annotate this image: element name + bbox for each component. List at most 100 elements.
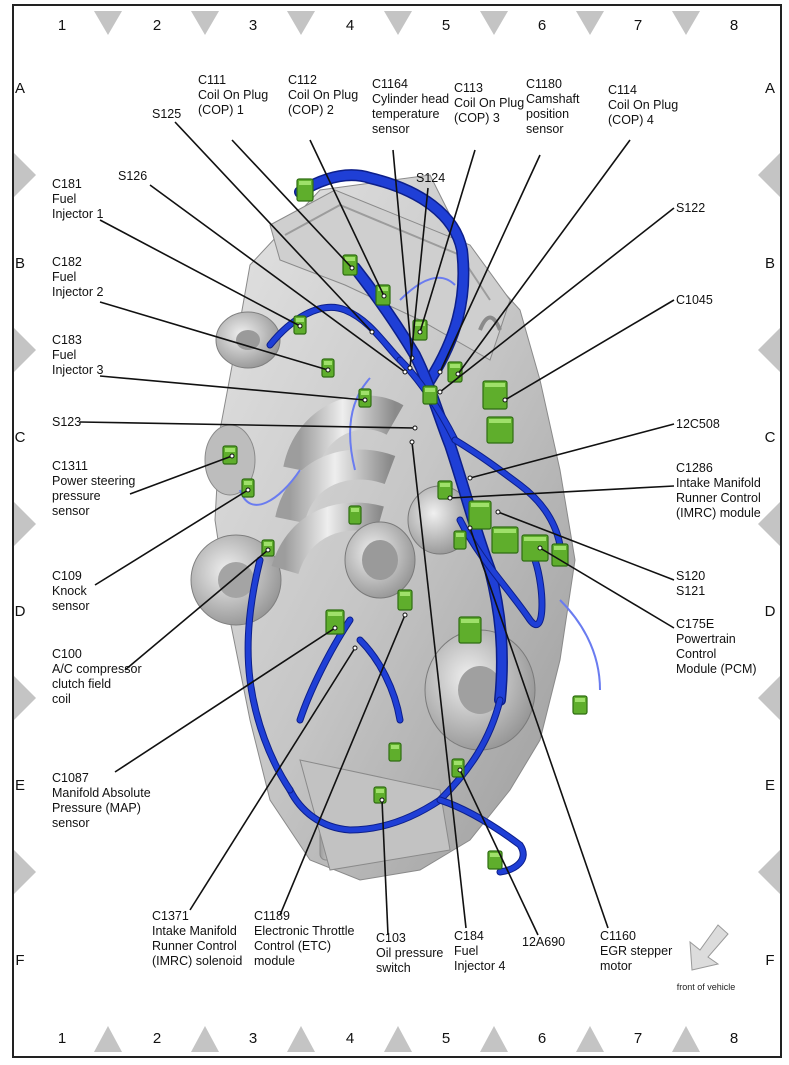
callout-line: Fuel (52, 348, 76, 362)
callout-line: Pressure (MAP) (52, 801, 141, 815)
grid-marker-top (384, 11, 412, 35)
leader-s126 (149, 184, 406, 373)
grid-col-top: 6 (538, 17, 546, 34)
grid-markers (14, 11, 780, 1052)
callout-line: C1180 (526, 77, 562, 91)
leader-end (407, 365, 413, 371)
grid-col-top: 5 (442, 17, 450, 34)
callout-s126: S126 (118, 169, 147, 183)
leader-c183 (99, 375, 366, 401)
grid-marker-bottom (672, 1026, 700, 1052)
leader-c175e (539, 547, 675, 629)
callout-line: A/C compressor (52, 662, 142, 676)
callout-line: C109 (52, 569, 82, 583)
callout-line: (IMRC) solenoid (152, 954, 242, 968)
callout-line: S123 (52, 415, 81, 429)
callout-line: C1189 (254, 909, 290, 923)
harness-branch (295, 170, 468, 385)
callout-line: S122 (676, 201, 705, 215)
callout-line: Oil pressure (376, 946, 443, 960)
leader-c112 (309, 139, 385, 297)
connector (486, 416, 514, 444)
callout-line: Injector 3 (52, 363, 103, 377)
callout-line: Runner Control (676, 491, 761, 505)
callout-line: C1286 (676, 461, 713, 475)
callout-s124: S124 (416, 171, 445, 185)
grid-col-bottom: 1 (58, 1030, 66, 1047)
leader-lines (79, 121, 675, 936)
grid-col-top: 4 (346, 17, 354, 34)
harness-pigtail (559, 599, 601, 691)
connector-highlight (461, 619, 479, 623)
callout-s123: S123 (52, 415, 81, 429)
connector-highlight (296, 318, 304, 322)
grid-col-top: 3 (249, 17, 257, 34)
grid-marker-bottom (480, 1026, 508, 1052)
connector-highlight (575, 698, 585, 702)
callout-line: C1045 (676, 293, 713, 307)
connector-highlight (524, 537, 546, 541)
callout-line: motor (600, 959, 632, 973)
callout-line: Fuel (454, 944, 478, 958)
connector-highlight (299, 181, 311, 185)
callout-c1045: C1045 (676, 293, 713, 307)
leader-end (437, 369, 443, 375)
leader-end (349, 265, 355, 271)
leader-end (381, 293, 387, 299)
connector-highlight (391, 745, 399, 749)
callout-line: Coil On Plug (198, 88, 268, 102)
connector-highlight (225, 448, 235, 452)
leader-end (455, 371, 461, 377)
callout-line: Control (ETC) (254, 939, 331, 953)
callout-line: (COP) 1 (198, 103, 244, 117)
leader-c100 (124, 549, 269, 671)
grid-row-right: A (765, 80, 775, 97)
callout-c12c508: 12C508 (676, 417, 720, 431)
harness-pigtail (239, 469, 301, 506)
leader-s124 (409, 187, 429, 369)
grid-row-left: F (15, 952, 24, 969)
leader-c111 (231, 139, 353, 269)
grid-marker-bottom (384, 1026, 412, 1052)
connector (458, 616, 482, 644)
callout-line: C184 (454, 929, 484, 943)
leader-c1286 (449, 485, 675, 499)
leader-c1160 (469, 527, 609, 929)
grid-col-bottom: 2 (153, 1030, 161, 1047)
callout-line: Control (676, 647, 716, 661)
harness-branch (437, 797, 526, 875)
connectors (222, 178, 588, 870)
grid-marker-right (758, 502, 780, 546)
leader-end (447, 495, 453, 501)
callout-line: sensor (52, 816, 90, 830)
callout-line: Injector 4 (454, 959, 505, 973)
leader-c1311 (129, 455, 233, 495)
grid-marker-right (758, 676, 780, 720)
callout-line: Fuel (52, 192, 76, 206)
callout-line: Coil On Plug (608, 98, 678, 112)
grid-marker-right (758, 850, 780, 894)
callout-line: position (526, 107, 569, 121)
callout-line: 12A690 (522, 935, 565, 949)
grid-col-top: 1 (58, 17, 66, 34)
callout-line: temperature (372, 107, 439, 121)
grid-marker-right (758, 328, 780, 372)
grid-marker-left (14, 676, 36, 720)
grid-marker-bottom (287, 1026, 315, 1052)
connector-highlight (440, 483, 450, 487)
connector-highlight (351, 508, 359, 512)
front-of-vehicle-indicator: front of vehicle (677, 924, 735, 992)
leader-end (409, 439, 415, 445)
callout-line: C112 (288, 73, 317, 87)
grid-marker-left (14, 153, 36, 197)
callout-line: C1164 (372, 77, 408, 91)
